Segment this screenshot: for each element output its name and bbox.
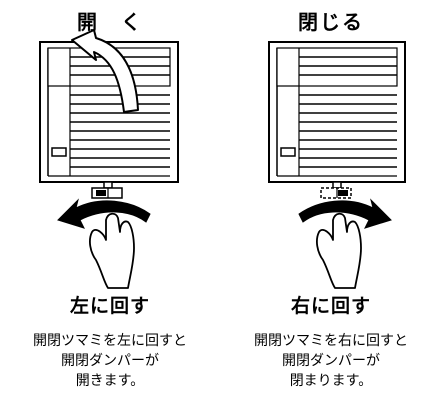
open-desc-line-1: 開閉ツマミを左に回すと: [33, 333, 187, 349]
rotate-left-arrow-icon: [57, 198, 151, 229]
open-arrow-icon: [71, 29, 139, 113]
damper-knob: [91, 181, 123, 199]
open-panel: 開 く: [0, 0, 220, 399]
close-desc-line-1: 開閉ツマミを右に回すと: [254, 333, 408, 349]
open-action-label: 左に回す: [69, 295, 150, 317]
damper-knob: [320, 181, 352, 199]
close-panel: 閉じる: [221, 0, 441, 399]
open-desc-line-3: 開きます。: [75, 373, 145, 389]
open-illustration: [39, 29, 179, 289]
hand-icon: [316, 212, 362, 289]
close-desc-line-3: 閉まります。: [289, 373, 373, 389]
rotate-right-arrow-icon: [298, 198, 392, 229]
ventilation-unit: [268, 41, 406, 183]
open-description: 開閉ツマミを左に回すと 開閉ダンパーが 開きます。: [0, 331, 220, 391]
hand-icon: [89, 212, 135, 289]
close-desc-line-2: 開閉ダンパーが: [282, 353, 380, 369]
open-desc-line-2: 開閉ダンパーが: [61, 353, 159, 369]
close-illustration: [268, 41, 406, 289]
close-action-label: 右に回す: [290, 295, 371, 317]
close-heading: 閉じる: [298, 10, 364, 34]
close-description: 開閉ツマミを右に回すと 開閉ダンパーが 閉まります。: [221, 331, 441, 391]
open-heading: 開 く: [77, 10, 143, 34]
